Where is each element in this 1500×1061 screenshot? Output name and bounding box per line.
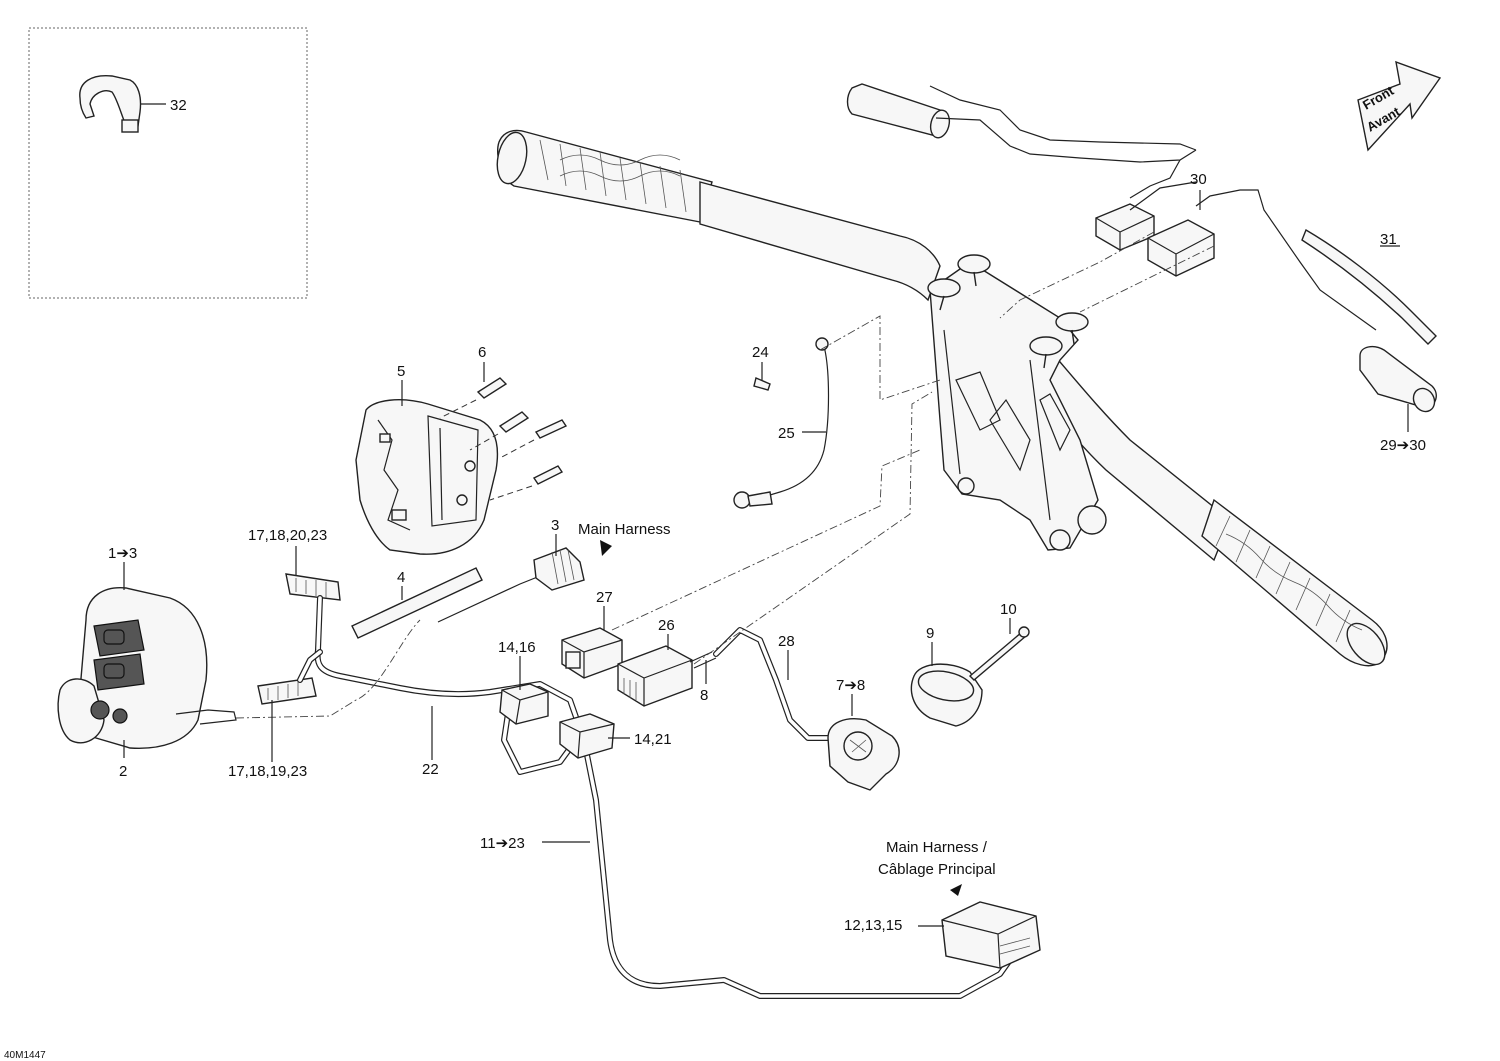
screw-24: [753, 377, 771, 391]
callout-14-16: 14,16: [498, 639, 536, 656]
handlebar-riser: [927, 254, 1107, 551]
connector-pair-30: [1095, 181, 1377, 331]
connector-14-16: [499, 683, 549, 725]
callouts: 6 5 24 25 30 31 29➔30 17,18,20,23 1➔3 3 …: [4, 171, 1426, 1061]
callout-32: 32: [170, 97, 187, 114]
callout-4: 4: [397, 569, 405, 586]
connector-12-13-15: [941, 901, 1041, 969]
main-harness-arrow-bottom: [950, 884, 962, 896]
leader-lines: [123, 190, 1409, 927]
harness-22: [297, 595, 1013, 999]
callout-17-18-19-23: 17,18,19,23: [228, 763, 307, 780]
note-main-harness-line2: Câblage Principal: [878, 861, 996, 878]
callout-5: 5: [397, 363, 405, 380]
part-31-tube: [1301, 228, 1437, 345]
callout-27: 27: [596, 589, 613, 606]
heated-grip-element-upper: [846, 83, 1197, 199]
connector-27: [561, 627, 623, 679]
heater-element-29: [1359, 345, 1437, 413]
tube-4: [351, 567, 483, 639]
switch-assembly-1-3: [57, 587, 237, 749]
note-main-harness-line1: Main Harness /: [886, 839, 988, 856]
switch-housing-5: [355, 399, 499, 555]
callout-3: 3: [551, 517, 559, 534]
callout-29-30: 29➔30: [1380, 437, 1426, 454]
callout-6: 6: [478, 344, 486, 361]
connector-17-18-19-23: [257, 677, 317, 705]
callout-2: 2: [119, 763, 127, 780]
pin-10: [968, 626, 1030, 681]
part-9: [910, 663, 983, 727]
callout-25: 25: [778, 425, 795, 442]
wire-28: [713, 627, 833, 741]
connector-14-21: [559, 713, 615, 759]
handlebar: [496, 129, 1388, 667]
front-direction-arrow: Front Avant: [1357, 60, 1442, 152]
callout-12-13-15: 12,13,15: [844, 917, 902, 934]
callout-8: 8: [700, 687, 708, 704]
connector-17-18-20-23: [285, 573, 341, 601]
callout-17-18-20-23: 17,18,20,23: [248, 527, 327, 544]
ground-wire-25: [733, 337, 830, 509]
callout-26: 26: [658, 617, 675, 634]
assembly-lead-lines: [235, 231, 1215, 719]
connector-3: [437, 547, 585, 623]
terminals-8: [689, 651, 717, 669]
callout-30: 30: [1190, 171, 1207, 188]
callout-31: 31: [1380, 231, 1397, 248]
callout-9: 9: [926, 625, 934, 642]
callout-1-3: 1➔3: [108, 545, 137, 562]
inset-box: 32: [28, 27, 308, 299]
handguard-part-32: [79, 75, 142, 133]
connector-26: [617, 645, 693, 707]
callout-7-8: 7➔8: [836, 677, 865, 694]
main-harness-arrow-top: [600, 540, 612, 556]
callout-24: 24: [752, 344, 769, 361]
callout-28: 28: [778, 633, 795, 650]
callout-10: 10: [1000, 601, 1017, 618]
callout-11-23: 11➔23: [480, 835, 525, 852]
switch-7-8: [827, 718, 900, 791]
callout-22: 22: [422, 761, 439, 778]
screws-6: [439, 377, 568, 501]
diagram-code: 40M1447: [4, 1050, 46, 1061]
note-main-harness: Main Harness: [578, 521, 671, 538]
callout-14-21: 14,21: [634, 731, 672, 748]
